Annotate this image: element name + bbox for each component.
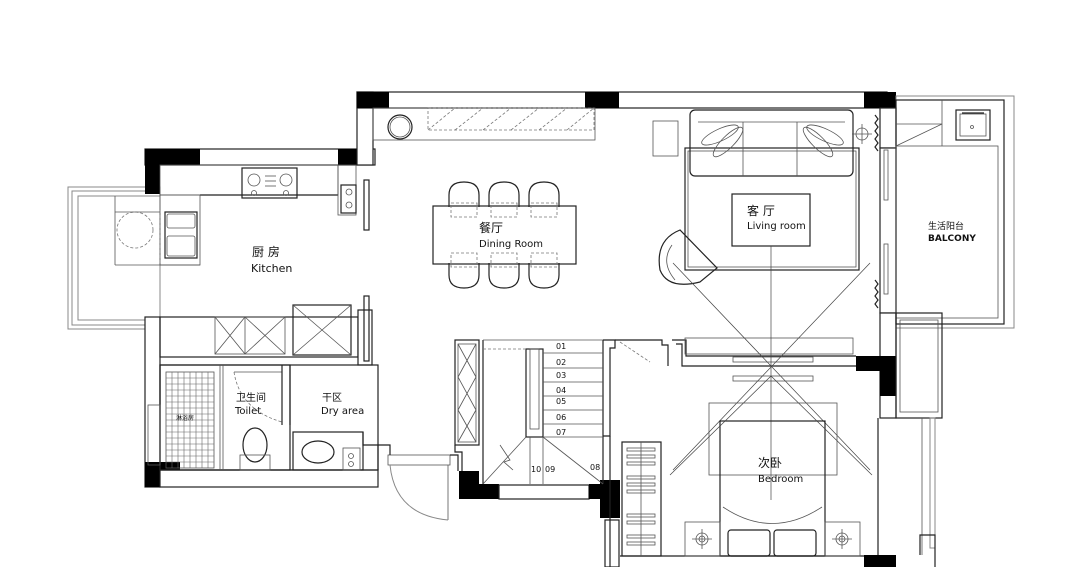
step-01: 01 bbox=[556, 342, 566, 351]
kitchen-label-cn: 厨 房 bbox=[252, 244, 280, 259]
dry-label-en: Dry area bbox=[321, 406, 364, 417]
bathroom bbox=[147, 364, 379, 471]
kitchen bbox=[114, 164, 373, 366]
dining-label-en: Dining Room bbox=[479, 239, 543, 250]
kitchen-label-en: Kitchen bbox=[251, 262, 292, 275]
step-02: 02 bbox=[556, 358, 566, 367]
step-05: 05 bbox=[556, 397, 566, 406]
kitchen-balcony bbox=[67, 186, 161, 330]
step-09: 09 bbox=[545, 465, 555, 474]
wardrobe-hangers bbox=[626, 447, 656, 546]
balcony-label-en: BALCONY bbox=[928, 234, 976, 244]
walls bbox=[144, 91, 897, 567]
toilet-label-en: Toilet bbox=[234, 406, 261, 417]
bedroom-label-cn: 次卧 bbox=[758, 456, 782, 470]
living-label-en: Living room bbox=[747, 221, 806, 232]
step-10: 10 bbox=[531, 465, 541, 474]
living-label-cn: 客 厅 bbox=[747, 203, 775, 218]
step-07: 07 bbox=[556, 428, 566, 437]
dining-label-cn: 餐厅 bbox=[479, 220, 503, 235]
room-labels: 厨 房 Kitchen 餐厅 Dining Room 客 厅 Living ro… bbox=[176, 203, 976, 485]
shower-grid bbox=[165, 371, 215, 469]
step-08: 08 bbox=[590, 463, 600, 472]
step-03: 03 bbox=[556, 371, 566, 380]
dry-label-cn: 干区 bbox=[322, 392, 342, 404]
bedroom-area bbox=[609, 375, 879, 567]
dining-area bbox=[372, 107, 596, 289]
balcony-label-cn: 生活阳台 bbox=[928, 220, 964, 232]
toilet-label-cn: 卫生间 bbox=[236, 391, 266, 404]
living-area bbox=[652, 109, 879, 500]
staircase bbox=[454, 339, 669, 485]
bedroom-label-en: Bedroom bbox=[758, 474, 803, 485]
step-04: 04 bbox=[556, 386, 566, 395]
stair-step-labels: 01 02 03 04 05 06 07 08 09 10 bbox=[531, 342, 600, 474]
step-06: 06 bbox=[556, 413, 566, 422]
balcony-area bbox=[883, 95, 1015, 567]
entry-door bbox=[378, 444, 459, 521]
shower-label-cn: 淋浴房 bbox=[176, 414, 194, 422]
